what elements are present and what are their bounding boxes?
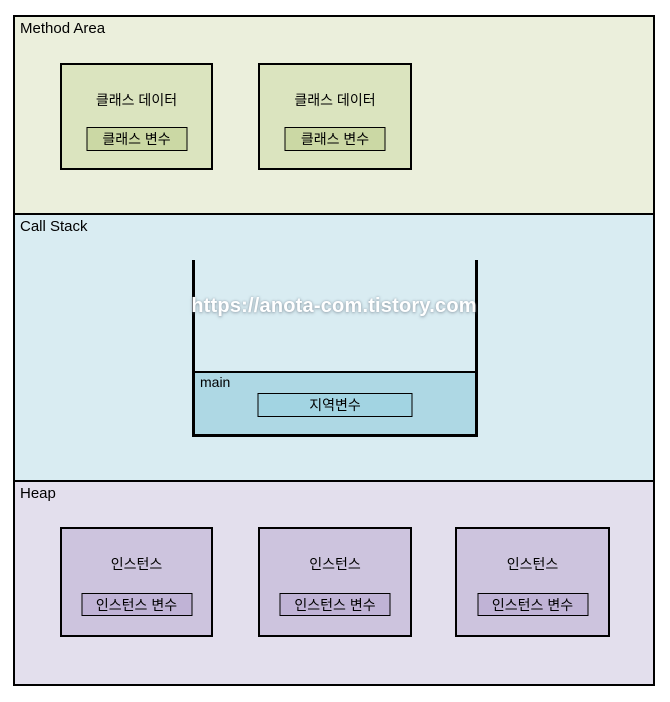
method-area-label: Method Area bbox=[20, 20, 106, 37]
heap-section: Heap 인스턴스 인스턴스 변수 인스턴스 인스턴스 변수 인스턴스 인스턴스… bbox=[13, 480, 655, 686]
stack-frame-main: main 지역변수 bbox=[195, 371, 475, 434]
class-variable-box: 클래스 변수 bbox=[284, 127, 386, 151]
watermark: https://anota-com.tistory.com bbox=[191, 295, 477, 317]
instance-variable-box: 인스턴스 변수 bbox=[477, 593, 588, 616]
instance-title: 인스턴스 bbox=[309, 556, 361, 572]
instance-title: 인스턴스 bbox=[110, 556, 163, 572]
class-data-title: 클래스 데이터 bbox=[294, 92, 376, 108]
stack-container: main 지역변수 bbox=[192, 260, 478, 437]
call-stack-label: Call Stack bbox=[20, 218, 88, 235]
class-variable-box: 클래스 변수 bbox=[86, 127, 187, 151]
instance-variable-box: 인스턴스 변수 bbox=[81, 593, 192, 616]
instance-title: 인스턴스 bbox=[506, 556, 559, 572]
heap-label: Heap bbox=[20, 485, 56, 502]
method-area-section: Method Area 클래스 데이터 클래스 변수 클래스 데이터 클래스 변… bbox=[13, 15, 655, 215]
stack-frame-name: main bbox=[200, 374, 231, 390]
class-data-title: 클래스 데이터 bbox=[95, 92, 178, 108]
class-data-box: 클래스 데이터 클래스 변수 bbox=[258, 63, 412, 170]
instance-variable-box: 인스턴스 변수 bbox=[279, 593, 391, 616]
instance-box: 인스턴스 인스턴스 변수 bbox=[258, 527, 412, 637]
instance-box: 인스턴스 인스턴스 변수 bbox=[60, 527, 213, 637]
class-data-box: 클래스 데이터 클래스 변수 bbox=[60, 63, 213, 170]
instance-box: 인스턴스 인스턴스 변수 bbox=[455, 527, 610, 637]
local-variable-box: 지역변수 bbox=[257, 393, 413, 417]
call-stack-section: Call Stack https://anota-com.tistory.com… bbox=[13, 213, 655, 482]
